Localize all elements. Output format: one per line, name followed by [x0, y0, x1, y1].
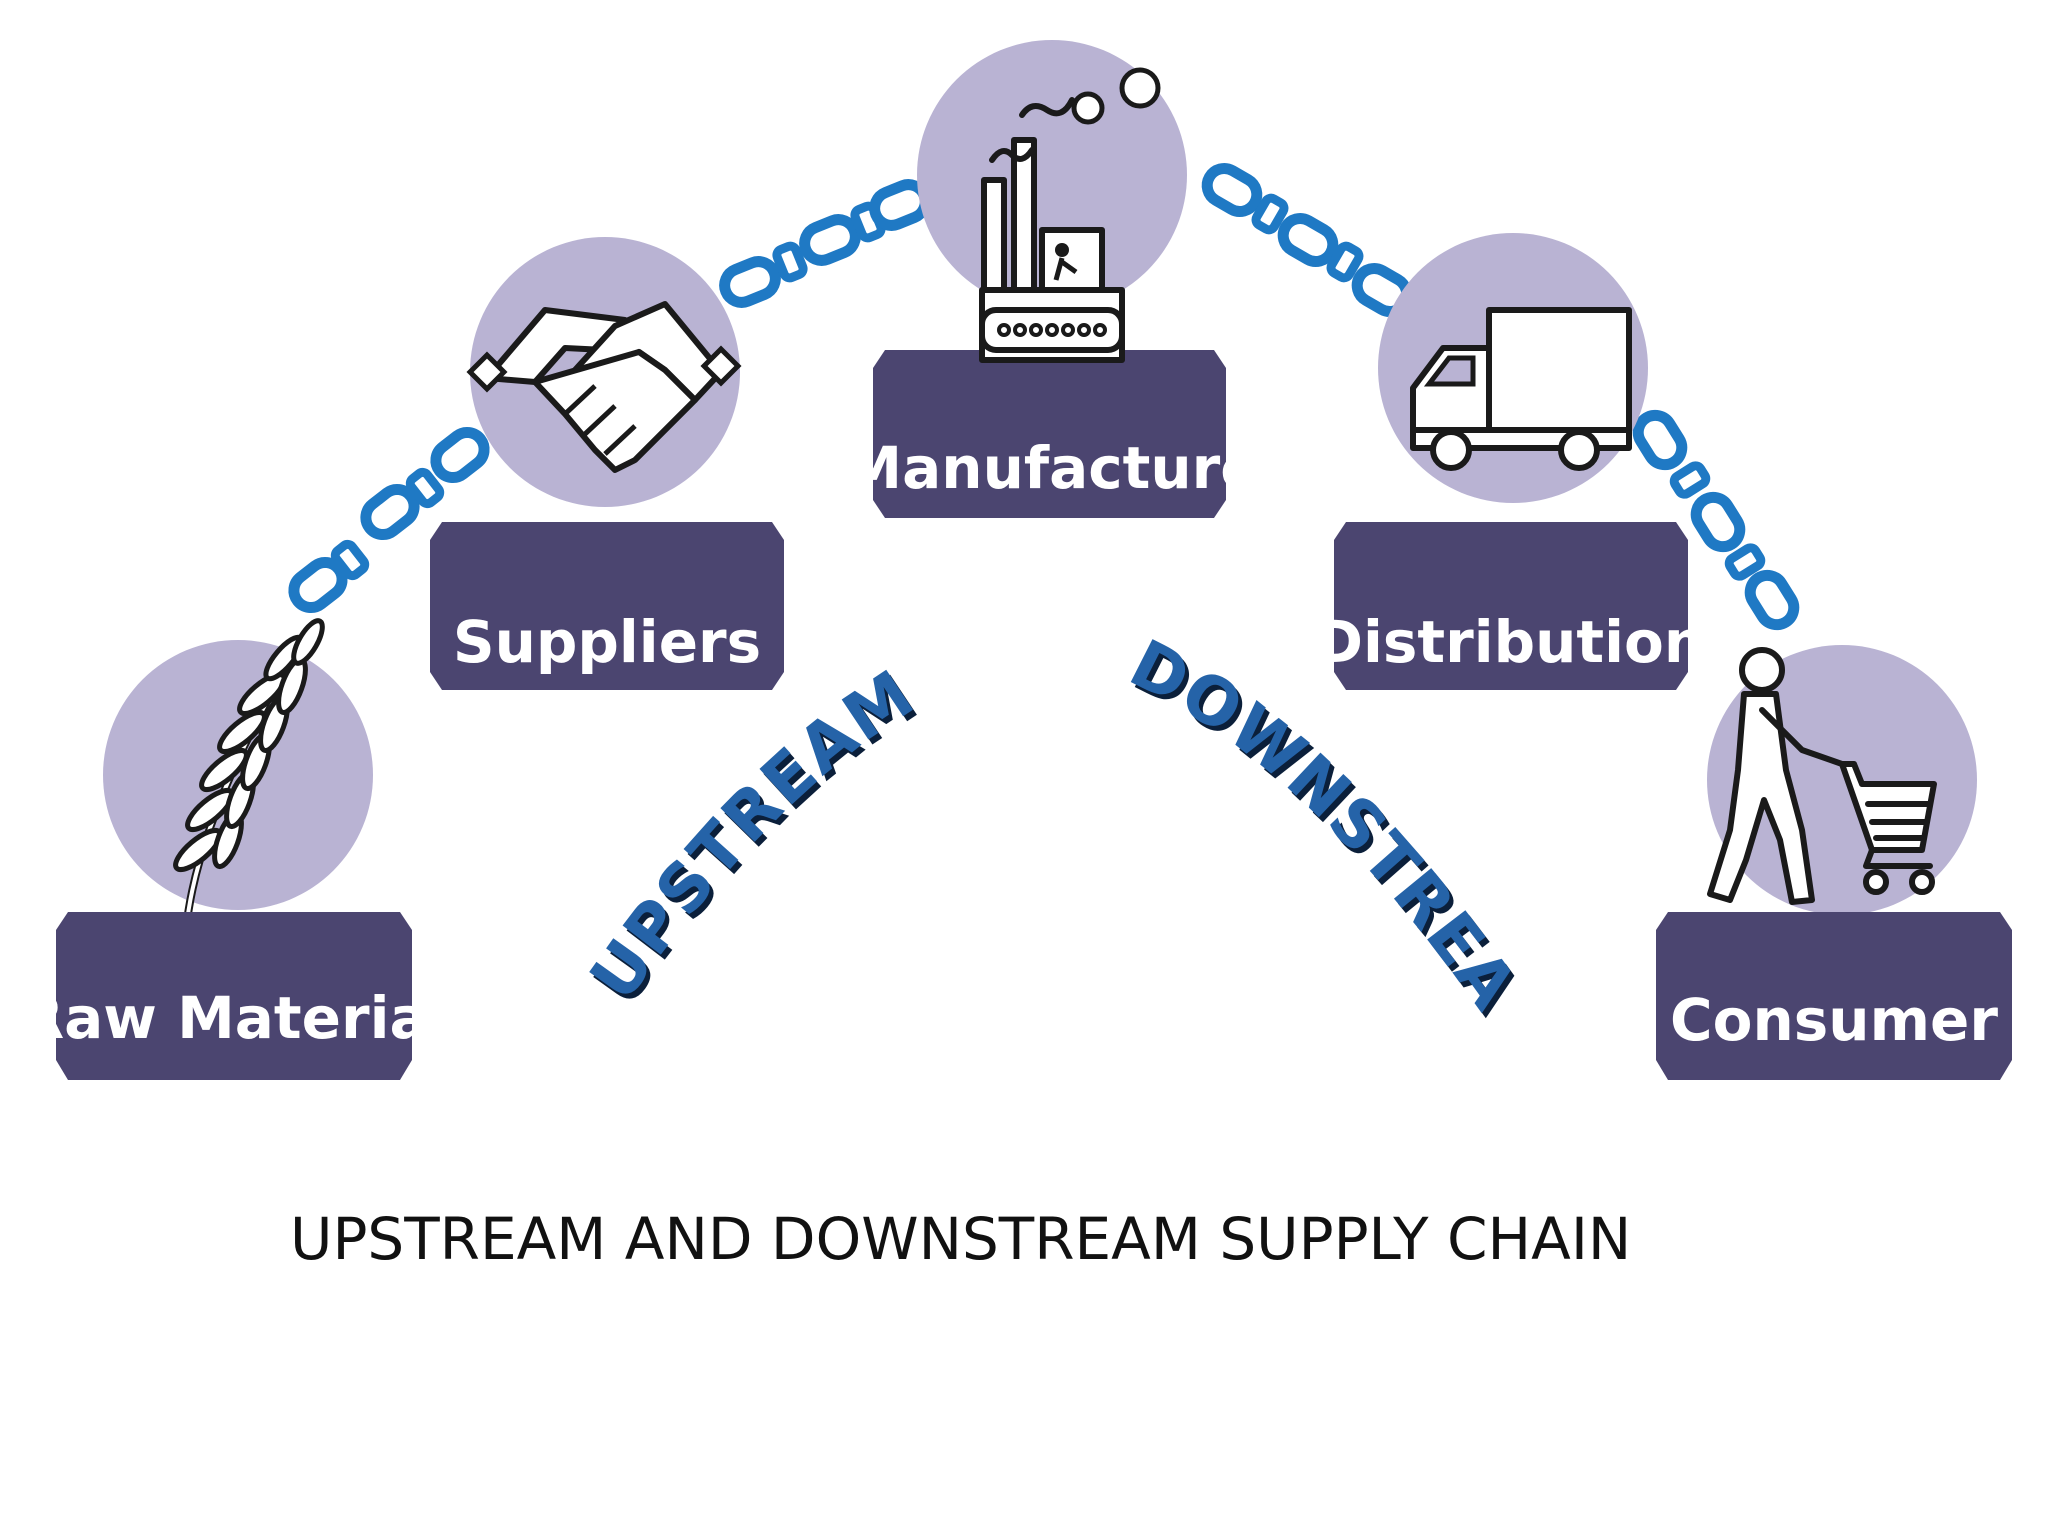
wheat-icon: [173, 618, 325, 931]
chain-manufacture-to-distribution: [1201, 162, 1413, 317]
handshake-icon: [466, 301, 742, 473]
stage-distribution: Distribution: [1315, 233, 1705, 690]
stage-label-box: [56, 912, 412, 1080]
stage-circle: [103, 640, 373, 910]
stage-suppliers: Suppliers: [430, 237, 784, 690]
stage-manufacture: Manufacture: [844, 40, 1260, 518]
stage-label-box: [1334, 522, 1688, 690]
stage-label-box: [1656, 912, 2012, 1080]
stage-label: Suppliers: [453, 608, 761, 676]
factory-icon: [979, 67, 1161, 363]
stage-label: Raw Material: [20, 984, 449, 1052]
stage-label-box: [873, 350, 1226, 518]
stage-label: Consumer: [1670, 986, 1998, 1054]
stage-label-box: [430, 522, 784, 690]
upstream-label-text: UPSTREAM: [575, 655, 926, 1015]
truck-icon: [1410, 307, 1632, 471]
diagram-caption: UPSTREAM AND DOWNSTREAM SUPPLY CHAIN: [290, 1205, 1632, 1273]
stage-consumer: Consumer: [1656, 645, 2012, 1080]
upstream-label: UPSTREAM: [575, 655, 928, 1015]
stage-label: Manufacture: [844, 434, 1259, 502]
stage-raw-material: Raw Material: [20, 618, 449, 1080]
chain-suppliers-to-manufacture: [720, 179, 931, 307]
stage-label: Distribution: [1315, 608, 1705, 676]
shopping-cart-person-icon: [1707, 647, 1937, 905]
